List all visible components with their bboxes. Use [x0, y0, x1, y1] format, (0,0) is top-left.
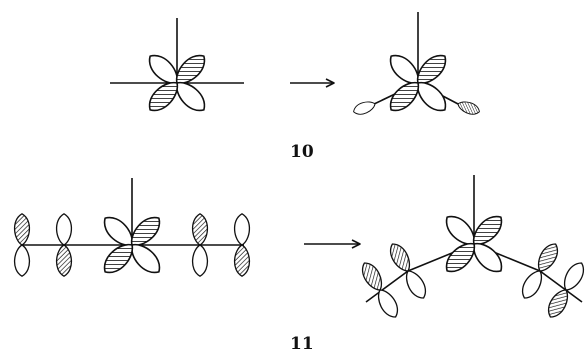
structure-10-planar [110, 18, 244, 118]
right-ligand-orbital [455, 98, 482, 118]
reaction-arrow-11 [304, 239, 361, 249]
structure-10-bent [351, 12, 482, 118]
structure-11-bent [357, 175, 588, 322]
compound-label-10: 10 [290, 142, 314, 162]
left-ligand-orbital [351, 98, 378, 118]
p-orbital-3 [517, 239, 563, 303]
p-orbital-1 [385, 239, 431, 303]
structure-11-linear [13, 178, 251, 280]
reaction-arrow-10 [290, 78, 335, 88]
p-orbital-2 [357, 258, 403, 322]
compound-label-11: 11 [290, 334, 314, 354]
p-orbital-4 [543, 258, 588, 322]
